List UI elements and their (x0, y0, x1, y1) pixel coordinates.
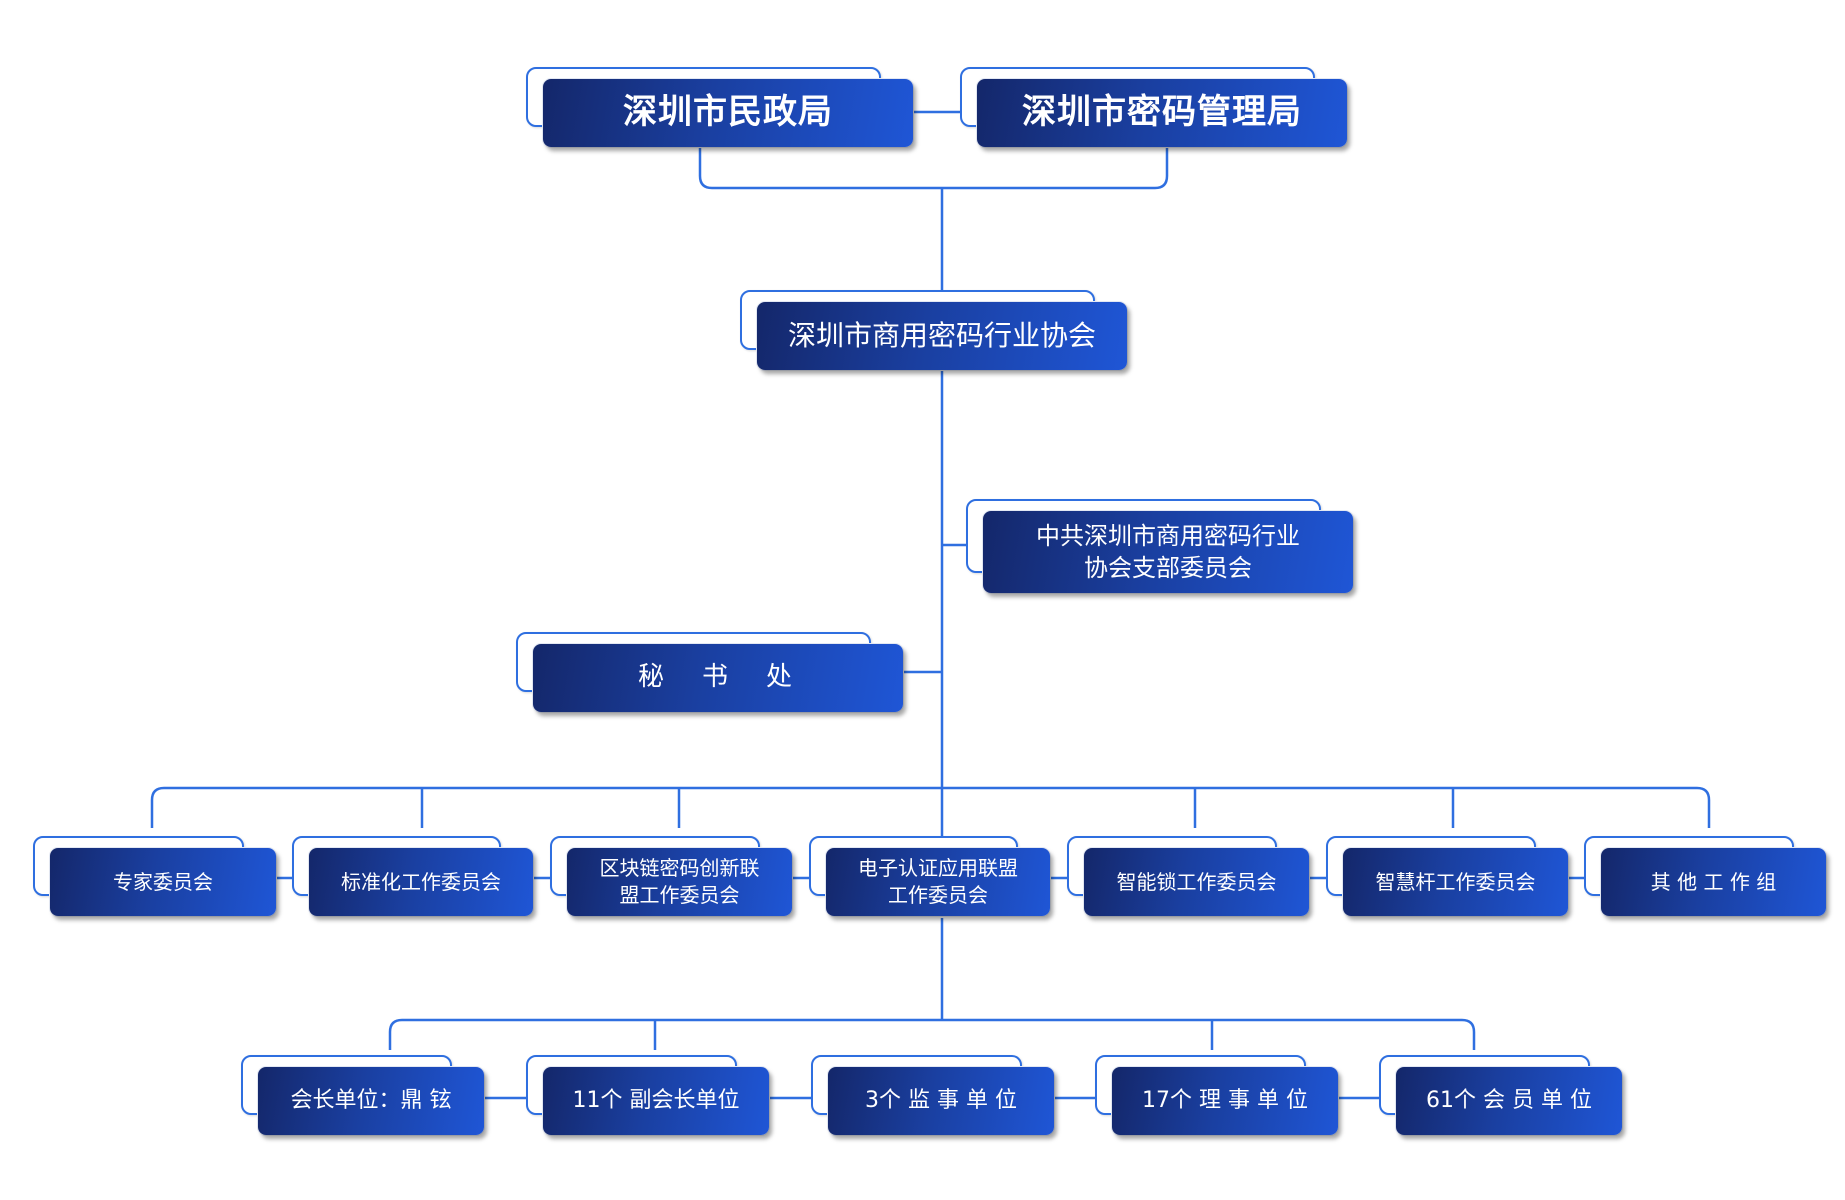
authority-label: 深圳市民政局 (623, 92, 833, 133)
committee-line1: 智能锁工作委员会 (1116, 869, 1277, 894)
member-unit-members: 61个 会 员 单 位 (1379, 1055, 1622, 1135)
association-label: 深圳市商用密码行业协会 (787, 319, 1096, 353)
committee-other-groups: 其 他 工 作 组 (1584, 836, 1826, 916)
committee-smart-pole: 智慧杆工作委员会 (1326, 836, 1568, 916)
member-unit-supervisors: 3个 监 事 单 位 (811, 1055, 1054, 1135)
authority-cryptography-bureau: 深圳市密码管理局 (960, 67, 1347, 147)
member-unit-directors: 17个 理 事 单 位 (1095, 1055, 1338, 1135)
committee-smart-lock: 智能锁工作委员会 (1067, 836, 1309, 916)
connector-committee-bus (150, 786, 1711, 828)
authority-civil-affairs-bureau: 深圳市民政局 (526, 67, 913, 147)
member-unit-label: 会长单位：鼎 铉 (290, 1088, 452, 1114)
committee-experts: 专家委员会 (33, 836, 276, 916)
member-unit-vice-president: 11个 副会长单位 (526, 1055, 769, 1135)
association-node: 深圳市商用密码行业协会 (740, 290, 1127, 370)
secretariat-label: 秘 书 处 (637, 662, 798, 693)
connector-member-bus (388, 1018, 1476, 1050)
member-unit-label: 11个 副会长单位 (572, 1088, 740, 1114)
member-unit-label: 17个 理 事 单 位 (1142, 1088, 1308, 1114)
committee-line1: 智慧杆工作委员会 (1375, 869, 1536, 894)
committee-line1: 标准化工作委员会 (341, 869, 501, 894)
secretariat-node: 秘 书 处 (516, 632, 903, 712)
committee-line2: 盟工作委员会 (619, 883, 740, 907)
party-branch-line1: 中共深圳市商用密码行业 (1036, 521, 1300, 550)
committee-standardization: 标准化工作委员会 (292, 836, 533, 916)
committee-line1: 区块链密码创新联 (599, 856, 760, 880)
member-unit-label: 61个 会 员 单 位 (1426, 1088, 1592, 1114)
connector-top-bracket (698, 146, 1169, 190)
committee-line1: 电子认证应用联盟 (858, 856, 1018, 880)
member-unit-label: 3个 监 事 单 位 (865, 1088, 1017, 1114)
committee-line1: 其 他 工 作 组 (1650, 869, 1777, 894)
committee-line1: 专家委员会 (113, 869, 213, 894)
authority-label: 深圳市密码管理局 (1022, 92, 1302, 133)
committee-e-certification: 电子认证应用联盟 工作委员会 (809, 836, 1050, 916)
party-branch-node: 中共深圳市商用密码行业 协会支部委员会 (966, 499, 1353, 593)
member-unit-president: 会长单位：鼎 铉 (241, 1055, 484, 1135)
committee-line2: 工作委员会 (888, 883, 988, 907)
committee-blockchain: 区块链密码创新联 盟工作委员会 (550, 836, 792, 916)
party-branch-line2: 协会支部委员会 (1084, 554, 1252, 582)
